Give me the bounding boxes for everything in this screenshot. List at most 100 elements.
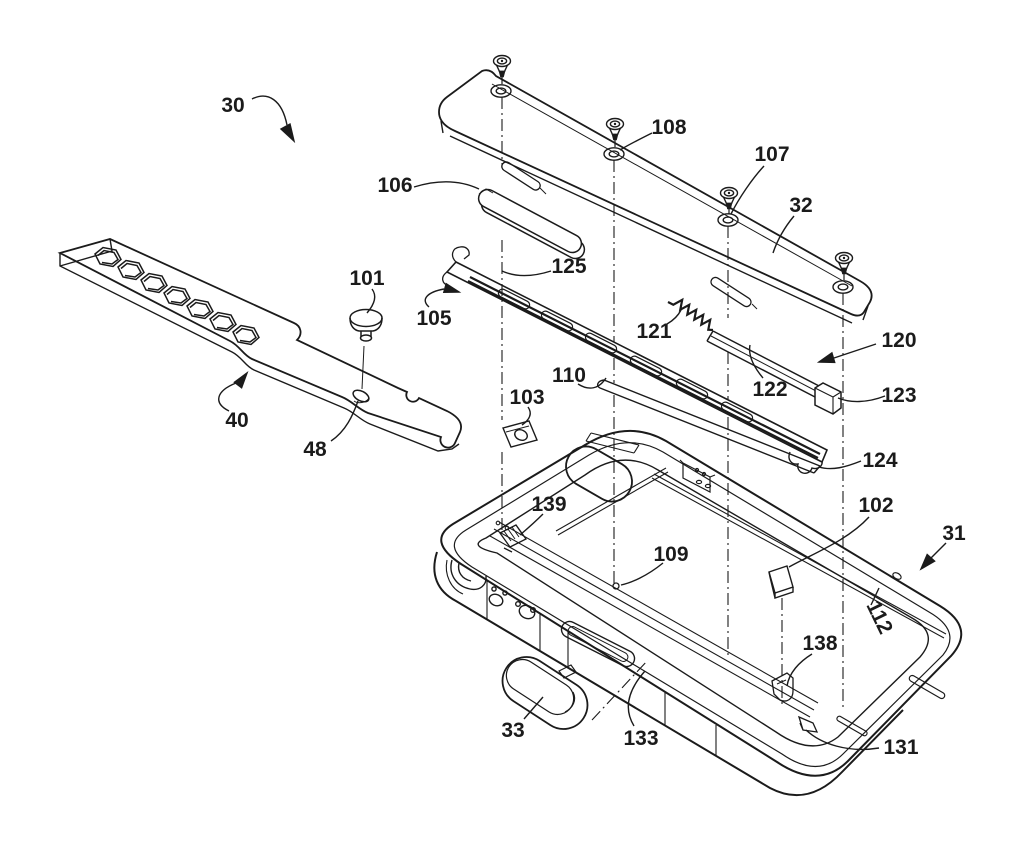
ref-label-101: 101 bbox=[349, 267, 384, 290]
leader-106 bbox=[413, 181, 480, 190]
screw-4 bbox=[834, 251, 854, 275]
rim-slots bbox=[836, 674, 946, 737]
leader-48 bbox=[330, 400, 359, 442]
ref-label-122: 122 bbox=[752, 378, 787, 401]
plate-chamfer bbox=[491, 83, 853, 287]
ref-label-121: 121 bbox=[636, 320, 671, 343]
arrowhead-105 bbox=[442, 282, 462, 294]
reference-labels: 30 40 48 101 102 103 105 106 107 108 109… bbox=[221, 94, 966, 759]
ref-label-32: 32 bbox=[789, 194, 812, 217]
port-slot-133 bbox=[560, 620, 636, 668]
ref-label-109: 109 bbox=[653, 543, 688, 566]
leader-112 bbox=[870, 587, 880, 606]
plate-tabs bbox=[501, 161, 758, 310]
leader-123 bbox=[837, 395, 886, 403]
ref-label-123: 123 bbox=[881, 384, 916, 407]
plate-102 bbox=[768, 565, 794, 599]
lanyard-loop bbox=[450, 559, 487, 591]
clip-103 bbox=[502, 420, 538, 448]
ref-label-133: 133 bbox=[623, 727, 658, 750]
rim-hole bbox=[892, 572, 902, 580]
ref-label-107: 107 bbox=[754, 143, 789, 166]
leader-124 bbox=[818, 460, 862, 470]
ref-label-139: 139 bbox=[531, 493, 566, 516]
ref-label-125: 125 bbox=[551, 255, 586, 278]
ref-label-103: 103 bbox=[509, 386, 544, 409]
leader-121 bbox=[666, 309, 682, 325]
button-101 bbox=[349, 308, 383, 390]
leader-133 bbox=[627, 670, 646, 727]
leader-138 bbox=[786, 653, 813, 687]
case-opening-edge bbox=[477, 459, 929, 747]
arrowhead-40 bbox=[233, 371, 249, 389]
corner-clip-131 bbox=[797, 715, 819, 733]
case-body-31 bbox=[433, 430, 963, 797]
cover-plate-32 bbox=[438, 69, 873, 324]
leader-125 bbox=[501, 270, 552, 277]
leader-139 bbox=[519, 513, 544, 536]
camera-cutout bbox=[565, 445, 633, 503]
seal-strip-112 bbox=[651, 473, 947, 639]
leader-120 bbox=[833, 343, 877, 359]
latch-139 bbox=[499, 524, 527, 553]
leader-lines bbox=[218, 95, 947, 751]
leader-108 bbox=[619, 132, 653, 151]
leader-110 bbox=[577, 377, 607, 389]
arrowhead-31 bbox=[919, 553, 936, 571]
strap-part-40 bbox=[57, 238, 462, 452]
projection-lines bbox=[501, 97, 844, 721]
ref-label-105: 105 bbox=[416, 307, 451, 330]
strap-thickness bbox=[59, 238, 460, 452]
arrowhead-120 bbox=[816, 351, 836, 364]
ref-label-33: 33 bbox=[501, 719, 524, 742]
leader-107 bbox=[730, 165, 765, 215]
case-wall-holes bbox=[488, 586, 537, 620]
ref-label-40: 40 bbox=[225, 409, 248, 432]
ref-label-30: 30 bbox=[221, 94, 244, 117]
button-axis-line bbox=[361, 345, 365, 390]
ref-label-48: 48 bbox=[303, 438, 327, 461]
ref-label-102: 102 bbox=[858, 494, 893, 517]
ref-label-112: 112 bbox=[862, 597, 898, 638]
case-outer-rim bbox=[440, 430, 963, 777]
leader-105 bbox=[424, 288, 445, 308]
strap-hole-48 bbox=[352, 389, 370, 403]
leader-32 bbox=[772, 215, 795, 254]
leader-40 bbox=[218, 382, 237, 412]
latch-138 bbox=[771, 672, 794, 702]
plate-outline bbox=[438, 69, 873, 317]
plug-33 bbox=[501, 656, 589, 730]
ref-label-108: 108 bbox=[651, 116, 686, 139]
case-wall-seams bbox=[486, 580, 717, 756]
case-rim-inset bbox=[453, 442, 951, 767]
slider-122 bbox=[706, 330, 842, 415]
leader-102 bbox=[788, 516, 870, 568]
rail-slots bbox=[497, 288, 754, 423]
case-wall-silhouette bbox=[433, 551, 904, 797]
strap-outline bbox=[57, 238, 462, 449]
rail-flange-110 bbox=[596, 379, 821, 474]
ref-label-110: 110 bbox=[552, 364, 586, 387]
ref-label-138: 138 bbox=[802, 632, 837, 655]
leader-30 bbox=[251, 95, 288, 126]
leader-33 bbox=[523, 696, 544, 720]
end-cap-123 bbox=[814, 382, 842, 415]
leader-31 bbox=[930, 542, 947, 559]
rim-bracket bbox=[679, 459, 716, 493]
hole-109 bbox=[612, 582, 620, 590]
leader-103 bbox=[521, 406, 531, 426]
latch-bar-106 bbox=[477, 188, 586, 260]
leader-122 bbox=[748, 344, 764, 379]
leader-101 bbox=[366, 288, 376, 314]
ref-label-31: 31 bbox=[942, 522, 966, 545]
case-wall-left-step bbox=[445, 559, 464, 595]
leader-109 bbox=[620, 562, 664, 586]
screw-1 bbox=[492, 54, 512, 78]
floor-step-line bbox=[555, 467, 669, 536]
ref-label-120: 120 bbox=[881, 329, 916, 352]
screw-108 bbox=[605, 117, 625, 141]
rim-corner-notch bbox=[585, 432, 640, 454]
leader-131 bbox=[805, 729, 880, 751]
